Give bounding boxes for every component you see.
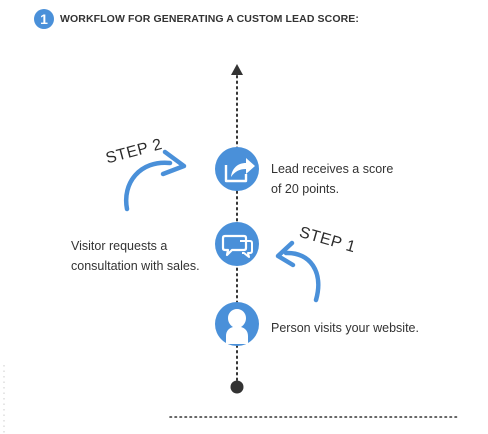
website-visit-line-1: Person visits your website. (271, 321, 419, 335)
step2-curved-arrow-icon (123, 149, 187, 212)
timeline-arrowhead-icon (231, 64, 243, 75)
share-arrow-icon (215, 147, 259, 191)
step-number-badge: 1 (34, 9, 54, 29)
consultation-request-label: Visitor requests a consultation with sal… (71, 236, 200, 276)
chat-bubbles-icon (215, 222, 259, 266)
consultation-line-1: Visitor requests a (71, 239, 168, 253)
lead-score-line-1: Lead receives a score (271, 162, 394, 176)
workflow-title: WORKFLOW FOR GENERATING A CUSTOM LEAD SC… (60, 13, 359, 25)
step1-curved-arrow-icon (275, 240, 321, 303)
consultation-line-2: consultation with sales. (71, 259, 200, 273)
timeline-start-dot (230, 380, 244, 394)
lead-score-label: Lead receives a score of 20 points. (271, 159, 393, 199)
lead-score-line-2: of 20 points. (271, 182, 340, 196)
website-visit-label: Person visits your website. (271, 318, 419, 338)
person-icon (215, 302, 259, 346)
